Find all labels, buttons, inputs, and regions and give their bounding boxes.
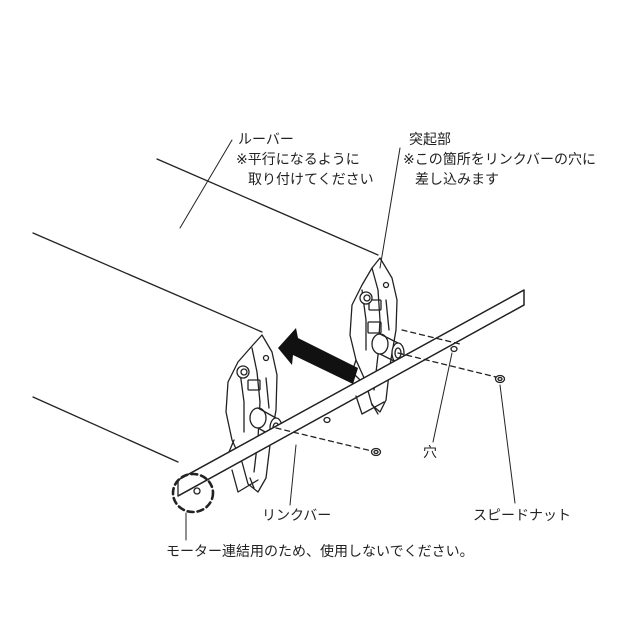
bar-hole-2 (323, 416, 331, 424)
label-louver-note-2: 取り付けてください (248, 172, 374, 188)
motor-hole (193, 487, 201, 495)
label-link-bar: リンクバー (262, 508, 332, 524)
leader-speed-nut (499, 384, 516, 504)
louver-panels (32, 158, 379, 463)
leader-protrusion (379, 147, 401, 269)
louver-edge-middle (32, 232, 263, 333)
label-hole: 穴 (423, 445, 437, 461)
speed-nut-front (370, 447, 382, 457)
speed-nut-back (494, 374, 506, 384)
motor-hole-highlight (171, 472, 215, 514)
insert-direction-arrow (278, 328, 358, 384)
label-protrusion-note-2: 差し込みます (415, 172, 499, 188)
leader-hole (432, 352, 453, 443)
louver-edge-top (156, 158, 379, 256)
louver-clip-front (225, 334, 283, 493)
louver-edge-bottom (32, 396, 179, 463)
link-bar (177, 289, 525, 497)
bar-hole-1 (450, 345, 458, 353)
label-protrusion-note-1: ※この箇所をリンクバーの穴に (403, 152, 597, 168)
leader-link-bar (289, 444, 297, 506)
label-speed-nut: スピードナット (473, 508, 571, 524)
label-louver-note-1: ※平行になるように (236, 152, 360, 168)
label-motor-note: モーター連結用のため、使用しないでください。 (166, 544, 474, 560)
label-protrusion: 突起部 (409, 132, 451, 148)
leader-louver (179, 139, 233, 229)
label-louver: ルーバー (238, 132, 294, 148)
alignment-guides (275, 329, 501, 453)
leader-lines (179, 139, 516, 541)
